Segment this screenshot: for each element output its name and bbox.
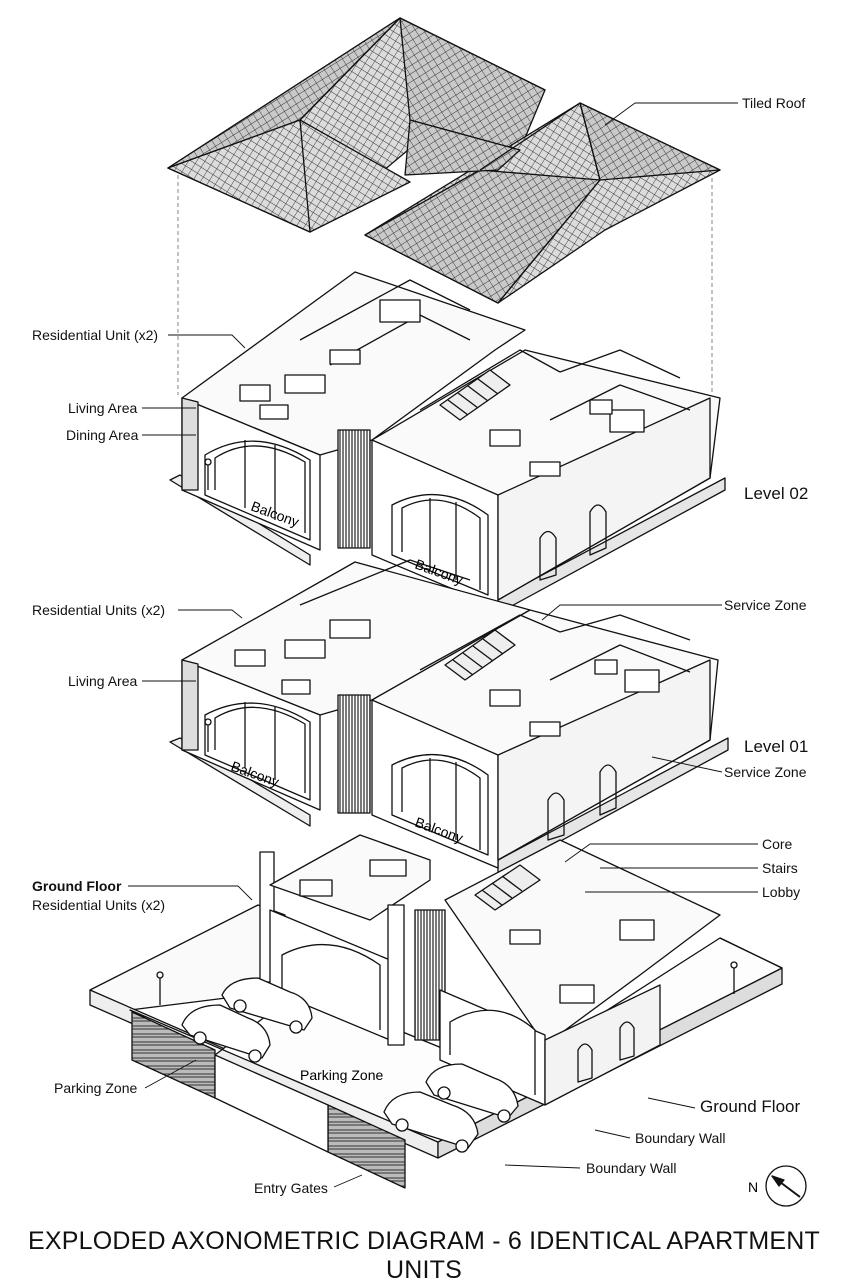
north-label: N [748, 1179, 758, 1195]
label-entry-gates: Entry Gates [254, 1180, 328, 1196]
label-service-zone-l2: Service Zone [724, 597, 807, 613]
parking-zone-label-inner: Parking Zone [300, 1067, 383, 1083]
label-parking-zone: Parking Zone [54, 1080, 138, 1096]
label-l2-living: Living Area [68, 400, 138, 416]
label-ground-floor-bold: Ground Floor [32, 878, 122, 894]
label-l1-living: Living Area [68, 673, 138, 689]
label-boundary-wall-1: Boundary Wall [635, 1130, 726, 1146]
tiled-roof [167, 17, 721, 304]
diagram-title: EXPLODED AXONOMETRIC DIAGRAM - 6 IDENTIC… [27, 1227, 821, 1284]
level-02-slab [169, 271, 726, 616]
label-stairs: Stairs [762, 860, 798, 876]
label-level-02: Level 02 [744, 484, 809, 503]
label-l2-dining: Dining Area [66, 427, 139, 443]
label-lobby: Lobby [762, 884, 801, 900]
label-service-zone-l1: Service Zone [724, 764, 807, 780]
label-ground-floor: Ground Floor [700, 1097, 801, 1116]
label-tiled-roof: Tiled Roof [742, 95, 806, 111]
projection-lines [177, 175, 713, 395]
north-arrow-icon [765, 1165, 807, 1207]
label-boundary-wall-2: Boundary Wall [586, 1160, 677, 1176]
label-ground-residential: Residential Units (x2) [32, 897, 166, 913]
label-level-01: Level 01 [744, 737, 809, 756]
label-l2-residential: Residential Unit (x2) [32, 327, 159, 343]
leader-lines [128, 102, 758, 1188]
parked-cars [181, 977, 519, 1153]
level-01-slab [169, 559, 729, 876]
label-core: Core [762, 836, 793, 852]
label-l1-residential: Residential Units (x2) [32, 602, 166, 618]
